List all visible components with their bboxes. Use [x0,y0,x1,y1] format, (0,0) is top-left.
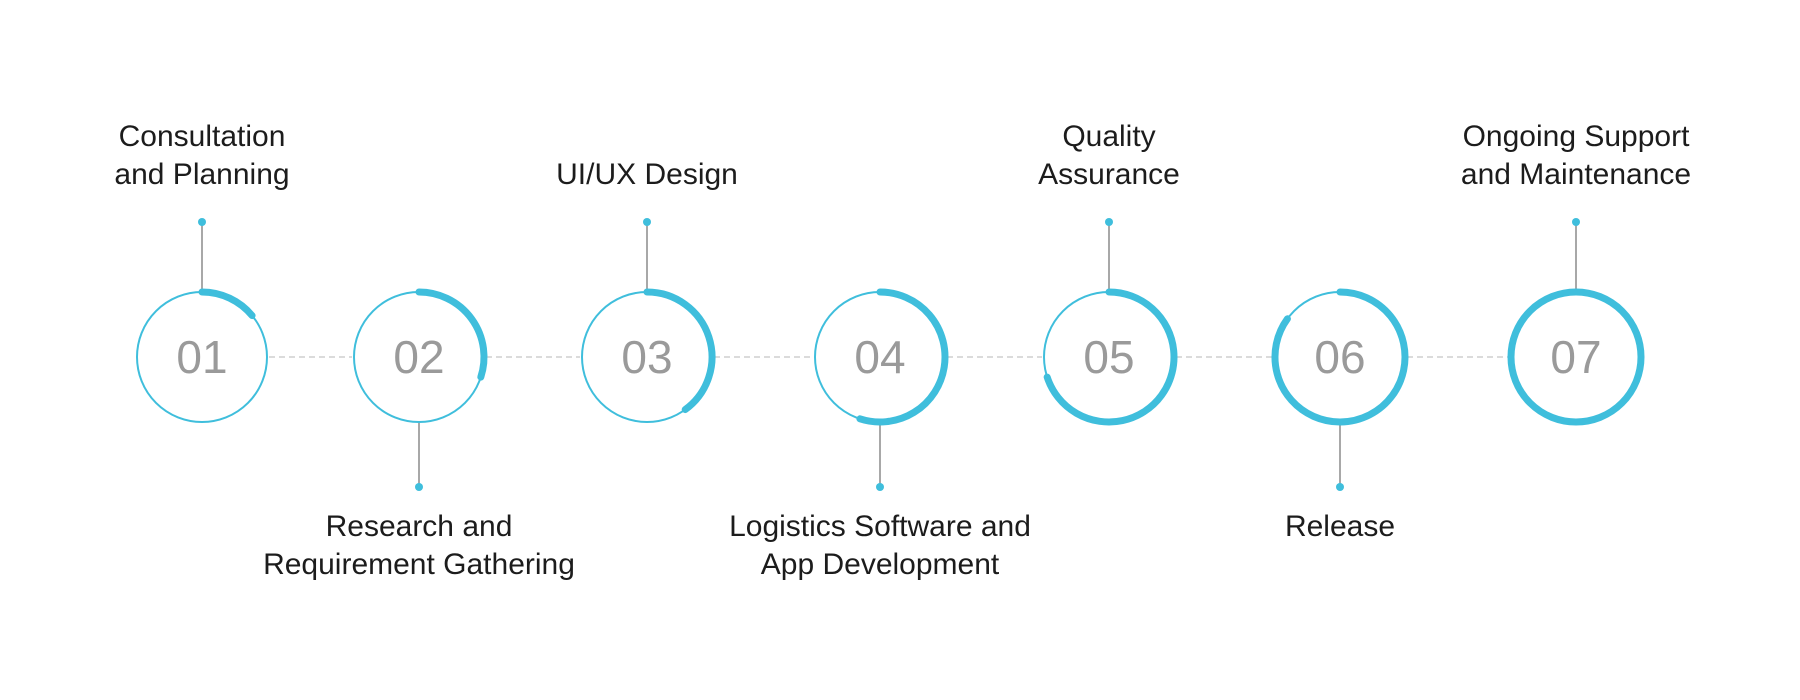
step-number: 02 [393,331,444,383]
stem-dot [415,483,423,491]
stem-dot [1572,218,1580,226]
step-number: 06 [1314,331,1365,383]
step-number: 01 [176,331,227,383]
step-label: Release [1284,510,1396,543]
progress-arc [856,288,949,426]
step-number: 07 [1550,331,1601,383]
stem-dot [1105,218,1113,226]
stem-dot [643,218,651,226]
stem-dot [198,218,206,226]
step-number: 03 [621,331,672,383]
stem-dot [1336,483,1344,491]
progress-arc [643,288,716,414]
step-label: Research and Requirement Gathering [263,510,575,581]
step-label: Ongoing Support and Maintenance [1460,120,1692,191]
step-number: 05 [1083,331,1134,383]
step-label: Consultation and Planning [114,120,290,191]
step-number: 04 [854,331,905,383]
progress-arc [1043,288,1178,426]
step-label: Quality Assurance [1038,120,1180,191]
step-label: Logistics Software and App Development [729,510,1031,581]
step-label: UI/UX Design [556,158,738,191]
progress-arc [198,288,256,320]
progress-arc [1507,288,1645,426]
progress-arc [415,288,488,381]
stem-dot [876,483,884,491]
progress-arc [1271,288,1409,426]
